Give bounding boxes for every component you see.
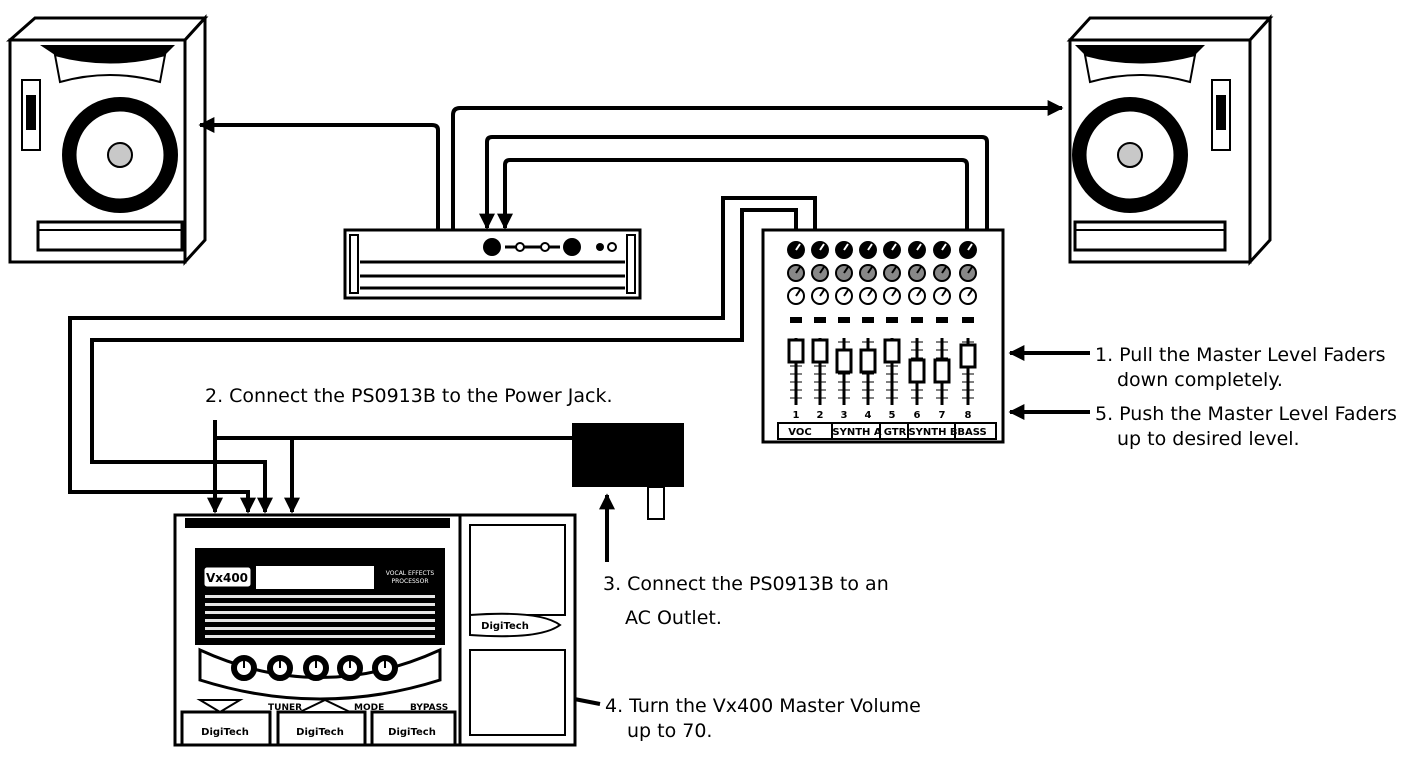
mixer-button[interactable] (886, 317, 898, 323)
right-speaker-icon (1066, 14, 1274, 266)
vx400-subtitle-2: PROCESSOR (392, 578, 429, 585)
footswitch-label-bypass: BYPASS (410, 703, 448, 713)
step-2-text: 2. Connect the PS0913B to the Power Jack… (205, 385, 613, 407)
mixer-button[interactable] (962, 317, 974, 323)
vx400-subtitle-1: VOCAL EFFECTS (386, 570, 435, 577)
step-4-line-1: 4. Turn the Vx400 Master Volume (605, 695, 921, 717)
vx400-pedal: Vx400 VOCAL EFFECTS PROCESSOR TUNER MODE… (173, 513, 577, 747)
step-1-line-1: 1. Pull the Master Level Faders (1095, 344, 1386, 366)
step-3-line-2: AC Outlet. (625, 607, 722, 629)
footswitch-label-tuner: TUNER (268, 703, 302, 713)
vx400-model-label: Vx400 (206, 571, 248, 585)
mixer-button[interactable] (911, 317, 923, 323)
step-3-line-1: 3. Connect the PS0913B to an (603, 573, 889, 595)
fader-icon[interactable] (835, 348, 853, 374)
mixer-channel-number: 1 (793, 410, 800, 421)
left-speaker-icon (6, 14, 209, 266)
mixer-channel-number: 7 (939, 410, 946, 421)
instructions: 1. Pull the Master Level Faders down com… (205, 344, 1397, 742)
mixer-group-label: VOC (788, 427, 811, 438)
mixer-channel-number: 4 (865, 410, 872, 421)
mixer-group-label: GTR (884, 427, 907, 438)
footswitch-brand-3: DigiTech (388, 727, 436, 738)
fader-icon[interactable] (859, 348, 877, 374)
expression-pedal-brand: DigiTech (481, 621, 529, 632)
mixer-group-label: SYNTH B (908, 427, 957, 438)
mixer-channel-number: 6 (914, 410, 921, 421)
vx400-knobs (231, 655, 398, 681)
footswitch-label-mode: MODE (354, 703, 384, 713)
fader-icon[interactable] (883, 338, 901, 364)
fader-icon[interactable] (787, 338, 805, 364)
power-amplifier (343, 228, 642, 300)
mixer-channel-number: 3 (841, 410, 848, 421)
power-supply-ps0913b (572, 423, 684, 520)
mixer-group-label: SYNTH A (832, 427, 881, 438)
mixer-button[interactable] (862, 317, 874, 323)
mixer-button[interactable] (814, 317, 826, 323)
fader-icon[interactable] (811, 338, 829, 364)
footswitch-brand-2: DigiTech (296, 727, 344, 738)
mixer-knobs (787, 241, 977, 305)
mixer-channel-number: 8 (965, 410, 972, 421)
mixer-button[interactable] (936, 317, 948, 323)
mixer-channel-number: 2 (817, 410, 824, 421)
mixer-button[interactable] (790, 317, 802, 323)
fader-icon[interactable] (908, 358, 926, 384)
mixer-channel-numbers: 1 2 3 4 5 6 7 8 (793, 410, 972, 421)
step-5-line-1: 5. Push the Master Level Faders (1095, 403, 1397, 425)
fader-icon[interactable] (933, 358, 951, 384)
mixer-faders (787, 317, 977, 405)
mixer-channel-number: 5 (889, 410, 896, 421)
fader-icon[interactable] (959, 343, 977, 369)
step-5-line-2: up to desired level. (1117, 428, 1300, 450)
mixer-button[interactable] (838, 317, 850, 323)
step-1-line-2: down completely. (1117, 369, 1283, 391)
mixer-group-label: BASS (957, 427, 986, 438)
footswitch-brand-1: DigiTech (201, 727, 249, 738)
step-4-line-2: up to 70. (627, 720, 712, 742)
